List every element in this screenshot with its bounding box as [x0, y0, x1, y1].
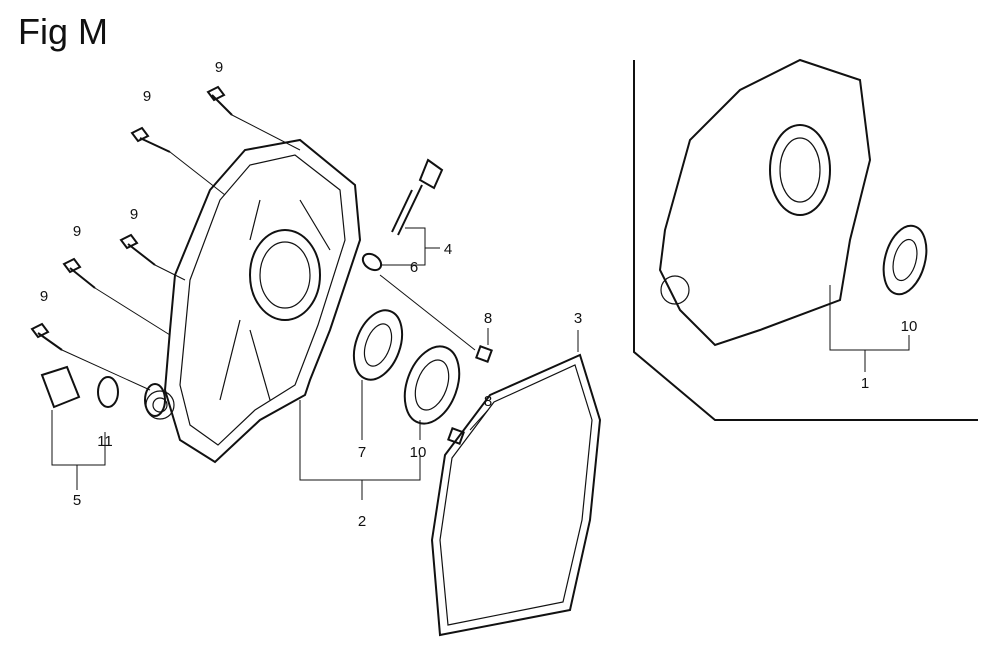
callout-8: 8	[484, 393, 492, 410]
figure-title: Fig M	[18, 11, 108, 52]
callout-3: 3	[574, 310, 582, 327]
callout-6: 6	[410, 259, 418, 276]
crankcase-cover	[145, 138, 362, 464]
callout-1: 1	[861, 375, 869, 392]
inset-cover	[658, 58, 928, 372]
gasket	[430, 330, 602, 637]
callout-10: 10	[410, 444, 427, 461]
callout-9: 9	[215, 59, 223, 76]
callout-4: 4	[444, 241, 452, 258]
callout-9: 9	[73, 223, 81, 240]
callout-10: 10	[901, 318, 918, 335]
inset-frame	[633, 60, 978, 421]
callout-9: 9	[143, 88, 151, 105]
callout-9: 9	[130, 206, 138, 223]
callout-2: 2	[358, 513, 366, 530]
callout-11: 11	[97, 433, 113, 450]
callout-5: 5	[73, 492, 81, 509]
callout-7: 7	[358, 444, 366, 461]
oil-filler-cap	[361, 158, 476, 351]
callout-8: 8	[484, 310, 492, 327]
callout-9: 9	[40, 288, 48, 305]
bolts	[30, 85, 301, 391]
governor-parts	[40, 365, 166, 490]
